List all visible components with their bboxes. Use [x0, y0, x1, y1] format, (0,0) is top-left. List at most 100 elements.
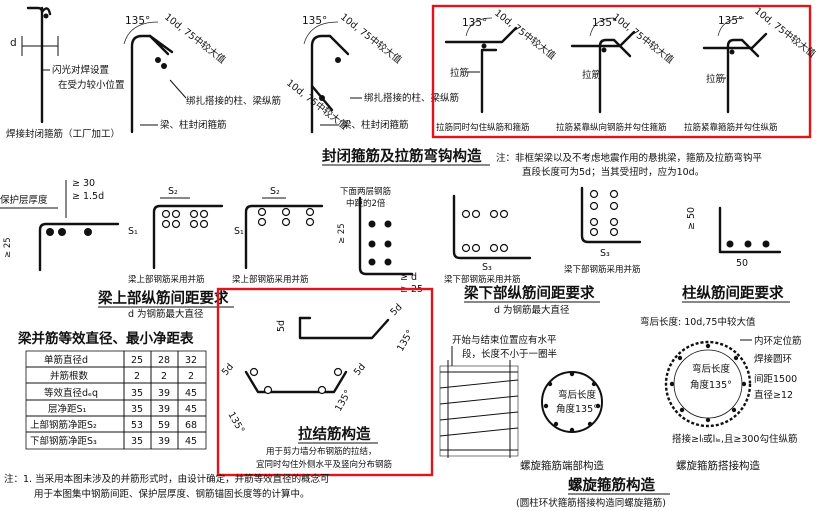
tie-bar-desc-1: 用于剪力墙分布钢筋的拉结，	[266, 446, 377, 457]
column-title: 柱纵筋间距要求	[682, 284, 784, 302]
weld-ring-1: 焊接圆环	[754, 353, 792, 365]
spiral-lap-caption: 螺旋箍筋搭接构造	[676, 459, 760, 472]
table-cell: 59	[158, 420, 170, 431]
column-spacing-detail: ≥ 50 50	[686, 206, 782, 269]
ge15d-label: ≥ 1.5d	[72, 191, 104, 202]
spiral-start-1: 开始与结束位置应有水平	[452, 334, 557, 346]
hook-length-2: 10d, 75中较大值	[338, 11, 404, 66]
table-cell: 等效直径dₑq	[44, 387, 98, 399]
table-cell: 35	[131, 436, 143, 447]
highlight-box-tie-bar	[216, 287, 434, 477]
hook-angle: 135°	[125, 15, 150, 27]
spiral-title: 螺旋箍筋构造	[568, 476, 655, 494]
table-cell: 2	[188, 371, 194, 382]
tie-5d-1: 5d	[276, 320, 287, 332]
tie-caption-2: 拉筋紧靠纵向钢筋并勾住箍筋	[556, 122, 667, 133]
cover-label: 保护层厚度	[0, 194, 48, 206]
tie-angle-135-3: 135°	[333, 388, 354, 413]
tie-hook-detail-3: 135° 10d, 75中较大值 拉筋 拉筋紧靠箍筋并勾住纵筋	[684, 5, 818, 133]
table-cell: 45	[185, 436, 197, 447]
table-cell: 45	[185, 404, 197, 415]
s3-label-2: S₃	[600, 248, 610, 259]
equivalent-diameter-table: 单筋直径d 25 28 32 并筋根数 2 2 2 等效直径dₑq 35 39 …	[25, 350, 207, 450]
table-cell: 39	[158, 436, 170, 447]
tie-angle-3: 135°	[718, 15, 743, 27]
hook-note-2: 直段长度可为5d；当其受扭时，应为10d。	[522, 166, 704, 178]
top-spacing-title: 梁上部纵筋间距要求	[97, 289, 229, 307]
weld-note-1: 闪光对焊设置	[52, 64, 109, 76]
two-layer-note-1: 下面两层钢筋	[340, 186, 391, 197]
table-title: 梁并筋等效直径、最小净距表	[17, 330, 194, 347]
spiral-lap-note: 搭接≥lₗ或lₗₑ,且≥300勾住纵筋	[672, 433, 797, 445]
ge25-bottom: ≥ 25	[337, 223, 347, 244]
bottom-cap-2: 梁下部钢筋采用并筋	[564, 264, 641, 275]
table-cell: 68	[185, 420, 197, 431]
hook-angle-2: 135°	[302, 15, 327, 27]
table-cell: 2	[134, 371, 140, 382]
bottom-cap-1: 梁下部钢筋采用并筋	[444, 274, 521, 285]
s2-label-2: S₂	[270, 186, 280, 197]
top-spacing-sub: d 为钢筋最大直径	[128, 308, 204, 320]
table-cell: 25	[131, 355, 143, 366]
top-bundled-bars-1: S₂ S₁ 梁上部钢筋采用并筋	[128, 186, 224, 285]
d-label: d	[10, 37, 17, 49]
spiral-start-2: 段，长度不小于一圈半	[462, 348, 557, 360]
hook-note-1: 注：非框架梁以及不考虑地震作用的悬挑梁，箍筋及拉筋弯钩平	[496, 152, 763, 164]
table-cell: 上部钢筋净距S₂	[30, 419, 97, 431]
s3-label: S₃	[482, 262, 492, 273]
table-cell: 32	[185, 355, 197, 366]
lap-note-2: 绑扎搭接的柱、梁纵筋	[364, 92, 459, 104]
table-cell: 35	[131, 388, 143, 399]
spiral-lap-detail: 弯后长度: 10d,75中较大值 弯后长度 角度135° 内环定位筋 焊接圆环 …	[640, 316, 802, 445]
table-cell: 单筋直径d	[44, 354, 88, 366]
lap-ring-bend-2: 角度135°	[690, 379, 732, 391]
tie-angle-135-2: 135°	[225, 410, 246, 435]
welded-stirrup-detail: d 闪光对焊设置 在受力较小位置 焊接封闭箍筋（工厂加工）	[6, 6, 125, 140]
inner-locator: 内环定位筋	[754, 335, 802, 347]
ring-bend-1: 弯后长度	[558, 389, 597, 401]
bottom-bundled-bars-1: S₃ 梁下部钢筋采用并筋	[444, 194, 532, 285]
top-cap-2: 梁上部钢筋采用并筋	[232, 274, 309, 285]
tie-bar-title: 拉结筋构造	[298, 425, 371, 443]
tie-hook-detail-2: 135° 10d, 75中较大值 拉筋 拉筋紧靠纵向钢筋并勾住箍筋	[556, 11, 676, 133]
top-bar-cover-detail: 保护层厚度 ≥ 30 ≥ 1.5d ≥ 25	[0, 178, 120, 272]
s1-label-2: S₁	[234, 226, 244, 237]
tie-angle-2: 135°	[592, 17, 617, 29]
spiral-end-detail: 开始与结束位置应有水平 段，长度不小于一圈半 弯后长度 角度135°	[439, 334, 603, 458]
table-cell: 下部钢筋净距S₃	[30, 435, 97, 447]
tie-angle-1: 135°	[462, 17, 487, 29]
weld-note-2: 在受力较小位置	[58, 79, 125, 91]
hook-length: 10d, 75中较大值	[162, 11, 228, 66]
highlight-box-ties	[431, 4, 812, 139]
tie-length-1: 10d, 75中较大值	[492, 7, 558, 62]
beam-note-2: 梁、柱封闭箍筋	[342, 119, 409, 131]
footer-note-1: 注：1. 当采用本图未涉及的并筋形式时，由设计确定，并筋等效直径的概念可	[4, 473, 330, 485]
top-cap-1: 梁上部钢筋采用并筋	[128, 274, 205, 285]
tie-length-2: 10d, 75中较大值	[610, 11, 676, 66]
table-cell: 35	[131, 404, 143, 415]
tie-5d-3: 5d	[220, 362, 236, 378]
tie-caption-1: 拉筋同时勾住纵筋和箍筋	[436, 122, 530, 133]
two-layer-note-2: 中距的2倍	[346, 198, 386, 209]
s1-label: S₁	[128, 226, 138, 237]
tie-hook-detail-1: 135° 10d, 75中较大值 拉筋 拉筋同时勾住纵筋和箍筋	[436, 7, 558, 133]
bottom-spacing-sub: d 为钢筋最大直径	[494, 304, 570, 316]
weld-caption: 焊接封闭箍筋（工厂加工）	[6, 128, 120, 140]
table-cell: 并筋根数	[50, 370, 89, 382]
hook-length-3: 10d, 75中较大值	[284, 77, 350, 132]
lap-stirrup-detail-1: 135° 10d, 75中较大值 绑扎搭接的柱、梁纵筋 梁、柱封闭箍筋	[123, 11, 281, 134]
bottom-two-layer-detail: 下面两层钢筋 中距的2倍 ≥ 25 ≥ d ≥ 25	[337, 186, 423, 295]
tie-caption-3: 拉筋紧靠箍筋并勾住纵筋	[684, 122, 778, 133]
lap-ring-bend-1: 弯后长度	[692, 363, 731, 375]
bottom-spacing-title: 梁下部纵筋间距要求	[463, 284, 595, 302]
table-cell: 层净距S₁	[48, 403, 87, 415]
tie-5d-4: 5d	[352, 362, 368, 378]
table-cell: 53	[131, 420, 143, 431]
tie-5d-2: 5d	[388, 302, 404, 318]
table-cell: 39	[158, 404, 170, 415]
tie-label-1: 拉筋	[450, 67, 469, 79]
tie-label-2: 拉筋	[582, 69, 601, 81]
top-bundled-bars-2: S₂ S₁ 梁上部钢筋采用并筋	[232, 186, 324, 285]
hook-section-title: 封闭箍筋及拉筋弯钩构造	[322, 147, 482, 165]
table-cell: 45	[185, 388, 197, 399]
